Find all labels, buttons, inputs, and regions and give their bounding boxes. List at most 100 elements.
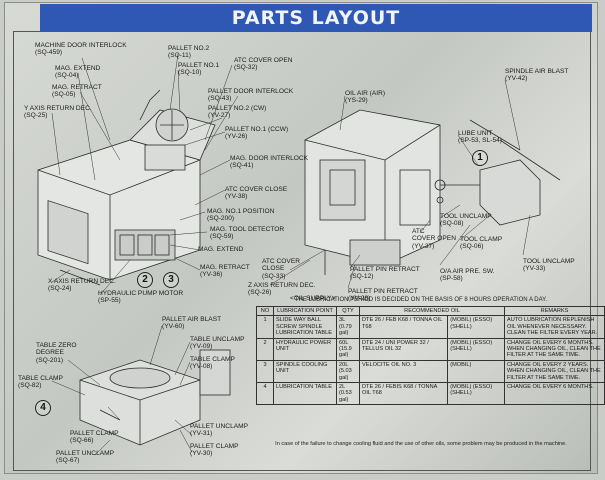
cell-remarks: CHANGE OIL EVERY 6 MONTHS. WHEN CHANGING… bbox=[504, 337, 605, 361]
callout-line: (SQ-24) bbox=[48, 285, 72, 293]
callout-line: COVER OPEN bbox=[412, 235, 456, 243]
circle-number-3: 3 bbox=[163, 272, 179, 288]
circle-number-4: 4 bbox=[35, 400, 51, 416]
callout-line: (YV-31) bbox=[190, 430, 213, 438]
header-no: NO bbox=[256, 305, 274, 317]
cell-no: 1 bbox=[256, 315, 274, 339]
cell-no: 4 bbox=[256, 382, 274, 406]
callout-line: PALLET NO.2 (CW) bbox=[208, 105, 267, 112]
callout-line: (SP-55) bbox=[98, 297, 121, 305]
callout-line: (SQ-33) bbox=[262, 272, 286, 280]
callout-line: OIL AIR (AIR) bbox=[345, 90, 386, 97]
callout-line: (SQ-25) bbox=[24, 112, 48, 120]
callout-label-magret: MAG. RETRACT(SQ-05) bbox=[52, 84, 102, 99]
circle-number-1: 1 bbox=[472, 150, 488, 166]
callout-line: (SQ-12) bbox=[350, 273, 374, 281]
callout-line: MAG. RETRACT bbox=[200, 264, 250, 271]
callout-line: (YV-33) bbox=[523, 265, 546, 273]
callout-label-oilair: OIL AIR (AIR)(YS-29) bbox=[345, 90, 385, 105]
callout-line: (SP-58) bbox=[440, 275, 463, 283]
callout-line: (YV-30) bbox=[190, 450, 213, 458]
cell-no: 2 bbox=[256, 337, 274, 361]
cell-oil: VELOCITE OIL NO. 3 bbox=[358, 359, 449, 384]
callout-line: (SP-53, SL-54) bbox=[458, 137, 502, 145]
callout-label-xret: X AXIS RETURN DEC.(SQ-24) bbox=[48, 278, 116, 293]
callout-label-zret: Z AXIS RETURN DEC.(SQ-26) bbox=[248, 282, 315, 297]
callout-line: (SQ-04) bbox=[55, 72, 79, 80]
lubrication-table: NO LUBRICATION POINT QTY RECOMMENDED OIL… bbox=[256, 305, 605, 406]
callout-label-p2cw: PALLET NO.2 (CW)(YV-27) bbox=[208, 105, 266, 120]
callout-line: (YV-26) bbox=[225, 133, 248, 141]
callout-line: MAG. EXTEND bbox=[55, 65, 101, 72]
callout-line: PALLET UNCLAMP bbox=[190, 423, 249, 430]
callout-label-pallet2: PALLET NO.2(SQ-11) bbox=[168, 45, 209, 60]
callout-line: (SQ-06) bbox=[460, 243, 484, 251]
callout-line: CLOSE bbox=[262, 265, 285, 273]
callout-line: (YV-28) bbox=[348, 295, 371, 303]
callout-line: (SQ-11) bbox=[168, 52, 191, 60]
callout-line: (SQ-200) bbox=[207, 215, 235, 223]
callout-line: MAG. EXTEND bbox=[198, 246, 244, 253]
callout-line: (SQ-10) bbox=[178, 69, 202, 77]
callout-line: PALLET PIN RETRACT bbox=[348, 288, 418, 295]
callout-label-spblast: SPINDLE AIR BLAST(YV-42) bbox=[505, 68, 568, 83]
callout-line: Y AXIS RETURN DEC. bbox=[24, 105, 92, 112]
callout-line: (YV-27) bbox=[208, 112, 231, 120]
callout-label-ppinret: PALLET PIN RETRACT(SQ-12) bbox=[350, 266, 420, 281]
callout-line: O/A AIR PRE. SW. bbox=[440, 268, 495, 275]
callout-line: (SQ-32) bbox=[234, 64, 258, 72]
callout-label-magret2: MAG. RETRACT(YV-36) bbox=[200, 264, 250, 279]
callout-line: (YV-42) bbox=[505, 75, 528, 83]
callout-line: (SQ-67) bbox=[56, 457, 80, 465]
title-bar: PARTS LAYOUT bbox=[40, 4, 592, 32]
callout-label-punclamp: PALLET UNCLAMP(SQ-67) bbox=[56, 450, 114, 465]
cell-brand: (MOBIL) (ESSO) (SHELL) bbox=[447, 337, 505, 361]
callout-line: (YS-29) bbox=[345, 97, 368, 105]
callout-line: (SQ-26) bbox=[248, 289, 272, 297]
callout-label-yret: Y AXIS RETURN DEC.(SQ-25) bbox=[24, 105, 92, 120]
header-point: LUBRICATION POINT bbox=[273, 305, 337, 317]
callout-label-tclamp3: TABLE CLAMP(YV-08) bbox=[190, 356, 235, 371]
callout-line: (YV-60) bbox=[162, 323, 185, 331]
callout-line: PALLET CLAMP bbox=[190, 443, 239, 450]
callout-line: TABLE CLAMP bbox=[18, 375, 63, 382]
callout-line: (SQ-201) bbox=[36, 356, 64, 364]
cell-remarks: CHANGE OIL EVERY 2 YEARS. WHEN CHANGING … bbox=[504, 359, 605, 384]
header-oil: RECOMMENDED OIL bbox=[359, 305, 505, 317]
callout-label-door: MACHINE DOOR INTERLOCK(SQ-459) bbox=[35, 42, 127, 57]
callout-line: MAG. NO.1 POSITION bbox=[207, 208, 275, 215]
callout-line: (SQ-82) bbox=[18, 382, 42, 390]
callout-line: MAG. TOOL DETECTOR bbox=[210, 226, 285, 233]
cell-no: 3 bbox=[256, 359, 274, 384]
cell-qty: 3L (0.79 gal) bbox=[336, 315, 360, 339]
callout-line: ATC COVER OPEN bbox=[234, 57, 293, 64]
cell-oil: DTE 24 / UNI POWER 32 / TELLUS OIL 32 bbox=[358, 337, 449, 361]
callout-line: PALLET NO.2 bbox=[168, 45, 210, 52]
callout-line: HYDRAULIC PUMP MOTOR bbox=[98, 290, 184, 297]
callout-label-atcopen: ATC COVER OPEN(SQ-32) bbox=[234, 57, 293, 72]
callout-line: ATC COVER bbox=[262, 258, 300, 265]
callout-line: (YV-38) bbox=[225, 193, 248, 201]
callout-label-punclampyv: PALLET UNCLAMP(YV-31) bbox=[190, 423, 248, 438]
cell-oil: DTE 26 / FEBIS K68 / TONNA OIL T68 bbox=[358, 382, 449, 406]
callout-label-magext2: MAG. EXTEND bbox=[198, 246, 243, 253]
callout-line: TABLE CLAMP bbox=[190, 356, 235, 363]
callout-label-p1ccw: PALLET NO.1 (CCW)(YV-26) bbox=[225, 126, 288, 141]
callout-line: LUBE UNIT bbox=[458, 130, 493, 137]
leader-lines bbox=[51, 53, 531, 456]
callout-line: MACHINE DOOR INTERLOCK bbox=[35, 42, 127, 49]
callout-label-magext: MAG. EXTEND(SQ-04) bbox=[55, 65, 100, 80]
header-qty: QTY bbox=[336, 305, 360, 317]
callout-line: PALLET NO.1 bbox=[178, 62, 220, 69]
cell-point: LUBRICATION TABLE bbox=[273, 382, 337, 406]
callout-label-tunclamp2: TOOL UNCLAMP(YV-33) bbox=[523, 258, 575, 273]
callout-label-tclampsq: TABLE CLAMP(SQ-82) bbox=[18, 375, 63, 390]
callout-line: PALLET DOOR INTERLOCK bbox=[208, 88, 294, 95]
